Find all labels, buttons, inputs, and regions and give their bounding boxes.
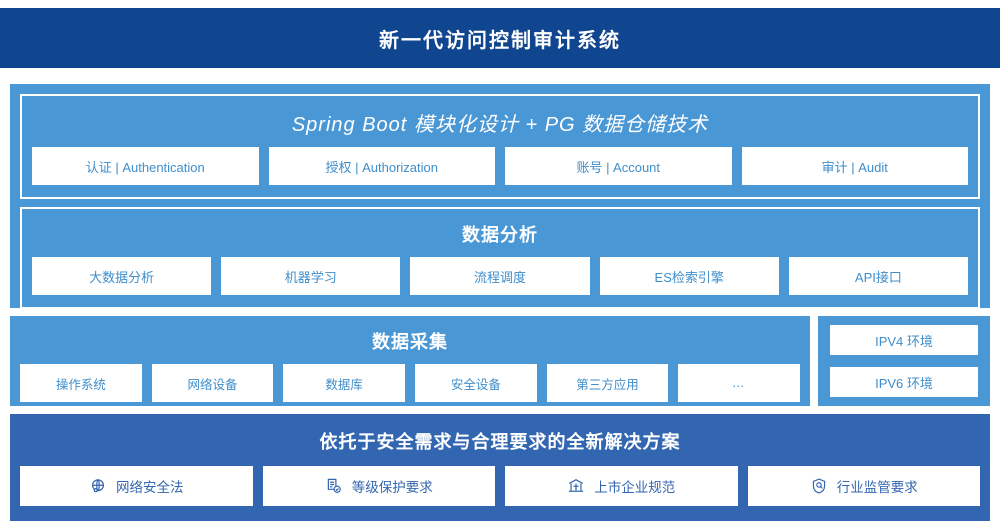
document-check-icon <box>325 477 343 495</box>
compliance-label: 等级保护要求 <box>351 480 433 495</box>
platform-module-authorization[interactable]: 授权 | Authorization <box>268 147 495 185</box>
page-header: 新一代访问控制审计系统 <box>0 8 1000 68</box>
data-collection-row: 操作系统 网络设备 数据库 安全设备 第三方应用 … <box>20 364 801 402</box>
platform-module-audit[interactable]: 审计 | Audit <box>741 147 968 185</box>
analysis-module-row: 大数据分析 机器学习 流程调度 ES检索引擎 API接口 <box>32 257 969 295</box>
bank-building-icon <box>567 477 585 495</box>
compliance-label: 行业监管要求 <box>836 480 918 495</box>
environment-ipv6[interactable]: IPV6 环境 <box>830 367 978 397</box>
globe-network-icon <box>89 477 107 495</box>
analysis-module-big-data[interactable]: 大数据分析 <box>32 257 212 295</box>
compliance-row: 网络安全法 等级保护要求 <box>20 466 980 506</box>
compliance-item-cybersecurity-law[interactable]: 网络安全法 <box>20 466 253 506</box>
compliance-item-listed-enterprise[interactable]: 上市企业规范 <box>505 466 738 506</box>
environment-ipv4[interactable]: IPV4 环境 <box>830 325 978 355</box>
network-environment-panel: IPV4 环境 IPV6 环境 <box>818 316 990 406</box>
data-collection-title: 数据采集 <box>372 332 448 352</box>
platform-subpanel: Spring Boot 模块化设计 + PG 数据仓储技术 认证 | Authe… <box>20 94 980 199</box>
collection-source-database[interactable]: 数据库 <box>283 364 406 402</box>
compliance-label: 网络安全法 <box>116 480 184 495</box>
collection-source-more[interactable]: … <box>678 364 801 402</box>
compliance-panel: 依托于安全需求与合理要求的全新解决方案 网络安全法 <box>10 414 990 521</box>
analysis-subpanel: 数据分析 大数据分析 机器学习 流程调度 ES检索引擎 API接口 <box>20 207 980 309</box>
platform-module-row: 认证 | Authentication 授权 | Authorization 账… <box>32 147 968 185</box>
analysis-module-api[interactable]: API接口 <box>788 257 969 295</box>
compliance-label: 上市企业规范 <box>594 480 676 495</box>
shield-search-icon <box>810 477 828 495</box>
page-title: 新一代访问控制审计系统 <box>379 29 621 52</box>
collection-source-operating-system[interactable]: 操作系统 <box>20 364 142 402</box>
data-collection-panel: 数据采集 操作系统 网络设备 数据库 安全设备 第三方应用 … <box>10 316 810 406</box>
compliance-item-industry-regulation[interactable]: 行业监管要求 <box>747 466 980 506</box>
collection-source-security-device[interactable]: 安全设备 <box>415 364 537 402</box>
analysis-module-es-search[interactable]: ES检索引擎 <box>599 257 779 295</box>
compliance-title: 依托于安全需求与合理要求的全新解决方案 <box>319 432 681 452</box>
platform-and-analysis-panel: Spring Boot 模块化设计 + PG 数据仓储技术 认证 | Authe… <box>10 84 990 309</box>
analysis-title: 数据分析 <box>462 225 538 245</box>
collection-source-third-party-app[interactable]: 第三方应用 <box>546 364 669 402</box>
analysis-module-process-scheduling[interactable]: 流程调度 <box>410 257 590 295</box>
compliance-item-classified-protection[interactable]: 等级保护要求 <box>262 466 495 506</box>
platform-module-account[interactable]: 账号 | Account <box>505 147 732 185</box>
analysis-module-machine-learning[interactable]: 机器学习 <box>221 257 401 295</box>
collection-source-network-device[interactable]: 网络设备 <box>151 364 274 402</box>
platform-title: Spring Boot 模块化设计 + PG 数据仓储技术 <box>291 114 709 136</box>
platform-module-authentication[interactable]: 认证 | Authentication <box>32 147 259 185</box>
